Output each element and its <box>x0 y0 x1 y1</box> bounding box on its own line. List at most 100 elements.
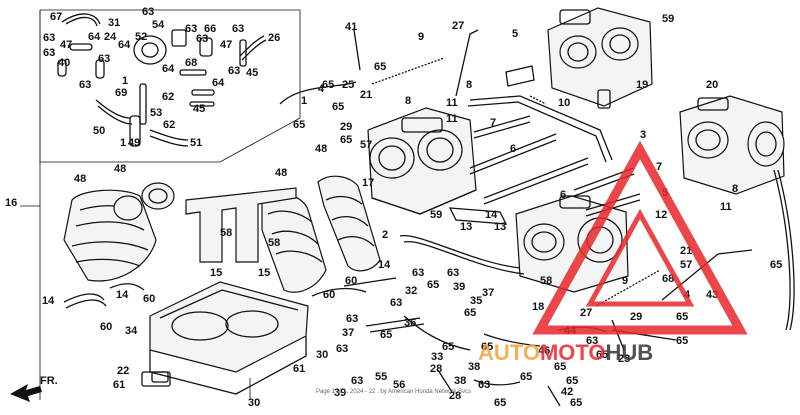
callout-38: 38 <box>454 375 466 387</box>
callout-63: 63 <box>351 375 363 387</box>
callout-63: 63 <box>43 47 55 59</box>
callout-65: 65 <box>676 311 688 323</box>
callout-36: 36 <box>404 317 416 329</box>
callout-58: 58 <box>540 275 552 287</box>
inset-bracket <box>20 9 301 400</box>
callout-50: 50 <box>93 125 105 137</box>
callout-59: 59 <box>430 209 442 221</box>
callout-33: 33 <box>431 351 443 363</box>
callout-45: 45 <box>246 67 258 79</box>
callout-63: 63 <box>232 23 244 35</box>
callout-28: 28 <box>430 363 442 375</box>
callout-58: 58 <box>268 237 280 249</box>
callout-47: 47 <box>220 39 232 51</box>
callout-55: 55 <box>375 371 387 383</box>
callout-27: 27 <box>452 20 464 32</box>
callout-65: 65 <box>566 375 578 387</box>
callout-63: 63 <box>412 267 424 279</box>
callout-63: 63 <box>346 313 358 325</box>
callout-19: 19 <box>636 79 648 91</box>
callout-65: 65 <box>770 259 782 271</box>
callout-25: 25 <box>342 79 354 91</box>
front-direction-indicator: FR. <box>10 375 58 402</box>
watermark-triangle <box>532 140 748 335</box>
callout-28: 28 <box>449 390 461 402</box>
callout-24: 24 <box>104 31 117 43</box>
callout-29: 29 <box>630 311 642 323</box>
callout-57: 57 <box>680 259 692 271</box>
callout-8: 8 <box>732 183 738 195</box>
callout-21: 21 <box>680 245 692 257</box>
callout-9: 9 <box>622 275 628 287</box>
callout-67: 67 <box>50 11 62 23</box>
air-cleaner-housing <box>141 281 309 400</box>
callout-63: 63 <box>336 343 348 355</box>
callout-30: 30 <box>316 349 328 361</box>
callout-63: 63 <box>228 65 240 77</box>
callout-62: 62 <box>162 91 174 103</box>
callout-31: 31 <box>108 17 120 29</box>
callout-65: 65 <box>332 101 344 113</box>
callout-65: 65 <box>427 279 439 291</box>
callout-37: 37 <box>482 287 494 299</box>
callout-58: 58 <box>220 227 232 239</box>
callout-41: 41 <box>345 21 357 33</box>
callout-65: 65 <box>570 397 582 409</box>
callout-65: 65 <box>340 134 352 146</box>
callout-69: 69 <box>115 87 127 99</box>
callout-15: 15 <box>210 267 222 279</box>
callout-48: 48 <box>315 143 327 155</box>
callout-63: 63 <box>43 32 55 44</box>
callout-7: 7 <box>490 117 496 129</box>
callout-13: 13 <box>460 221 472 233</box>
callout-17: 17 <box>362 177 374 189</box>
callout-46: 46 <box>538 345 550 357</box>
callout-1: 1 <box>120 137 126 149</box>
callout-13: 13 <box>494 221 506 233</box>
callout-23: 23 <box>618 353 630 365</box>
callout-5: 5 <box>512 28 518 40</box>
callout-59: 59 <box>662 13 674 25</box>
callout-60: 60 <box>143 293 155 305</box>
callout-60: 60 <box>100 321 112 333</box>
callout-60: 60 <box>323 289 335 301</box>
callout-22: 22 <box>117 365 129 377</box>
callout-61: 61 <box>113 379 125 391</box>
callout-10: 10 <box>558 97 570 109</box>
watermark-logo: AUTOMOTOHUB <box>478 140 748 365</box>
callout-40: 40 <box>58 57 70 69</box>
callout-1: 1 <box>301 95 307 107</box>
callout-63: 63 <box>98 53 110 65</box>
callout-65: 65 <box>442 341 454 353</box>
callout-21: 21 <box>360 89 372 101</box>
callout-63: 63 <box>196 33 208 45</box>
callout-65: 65 <box>374 61 386 73</box>
callout-62: 62 <box>163 119 175 131</box>
callout-30: 30 <box>248 397 260 409</box>
callout-14: 14 <box>378 259 391 271</box>
callout-42: 42 <box>561 386 573 398</box>
callout-18: 18 <box>532 301 544 313</box>
callout-12: 12 <box>655 209 667 221</box>
callout-9: 9 <box>418 31 424 43</box>
mounting-stay <box>185 187 297 263</box>
watermark-word-auto: AUTO <box>478 340 540 365</box>
callout-57: 57 <box>360 139 372 151</box>
callout-65: 65 <box>464 307 476 319</box>
callout-64: 64 <box>162 63 175 75</box>
callout-32: 32 <box>405 285 417 297</box>
callout-15: 15 <box>258 267 270 279</box>
callout-20: 20 <box>706 79 718 91</box>
callout-65: 65 <box>554 361 566 373</box>
callout-7: 7 <box>656 161 662 173</box>
callout-61: 61 <box>293 363 305 375</box>
callout-52: 52 <box>135 31 147 43</box>
callout-48: 48 <box>74 173 86 185</box>
callout-63: 63 <box>185 23 197 35</box>
callout-37: 37 <box>342 327 354 339</box>
callout-56: 56 <box>393 379 405 391</box>
watermark-text: AUTOMOTOHUB <box>478 340 653 365</box>
callout-63: 63 <box>478 379 490 391</box>
callout-53: 53 <box>150 107 162 119</box>
